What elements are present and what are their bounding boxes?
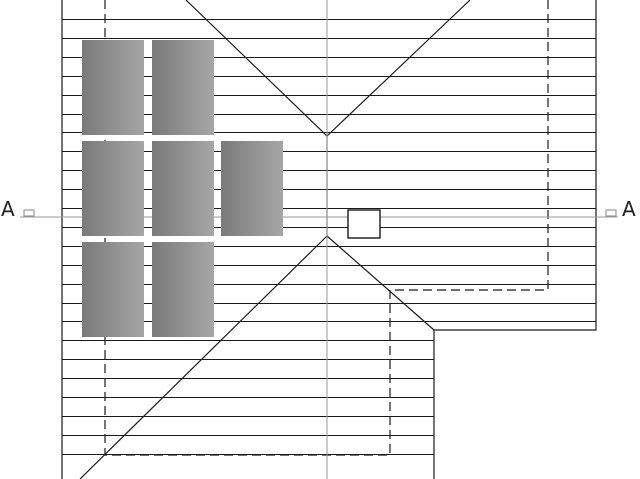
chimney (347, 209, 381, 239)
section-marker-ticks (23, 209, 617, 217)
roof-outline (61, 0, 597, 479)
solar-panel (82, 242, 144, 337)
solar-panel (152, 141, 214, 236)
solar-panel (152, 40, 214, 135)
section-label-left: A (1, 197, 15, 221)
section-label-right: A (622, 197, 636, 221)
solar-panel (82, 141, 144, 236)
solar-panel (82, 40, 144, 135)
solar-panel (152, 242, 214, 337)
wall-outline-dashed (104, 0, 549, 456)
solar-panel (221, 141, 283, 236)
roof-tile-lines (62, 19, 596, 455)
solar-panel-array (82, 40, 283, 337)
